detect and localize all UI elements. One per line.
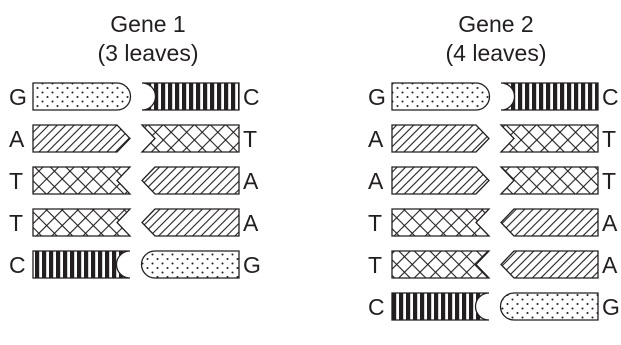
left-base-letter: G: [9, 84, 27, 110]
right-base-piece: [500, 208, 599, 237]
right-base-letter: A: [602, 210, 618, 236]
right-base-piece: [141, 82, 240, 111]
left-base-letter: T: [368, 252, 382, 278]
left-base-piece: [32, 250, 131, 279]
left-base-letter: A: [9, 126, 25, 152]
right-base-letter: A: [243, 210, 259, 236]
left-base-piece: [391, 82, 491, 111]
right-base-piece: [499, 166, 599, 195]
right-base-piece: [499, 292, 599, 321]
right-base-letter: C: [243, 84, 260, 110]
left-base-piece: [391, 292, 490, 321]
right-base-piece: [500, 250, 599, 279]
left-base-piece: [32, 166, 132, 195]
right-base-letter: T: [243, 126, 257, 152]
left-base-piece: [391, 250, 491, 279]
gene-1-title: Gene 1: [110, 11, 185, 37]
left-base-letter: G: [368, 84, 386, 110]
right-base-letter: C: [602, 84, 619, 110]
right-base-piece: [140, 124, 240, 153]
left-base-piece: [391, 124, 490, 153]
gene-2-subtitle: (4 leaves): [446, 40, 547, 66]
right-base-letter: A: [602, 252, 618, 278]
left-base-piece: [32, 208, 132, 237]
right-base-piece: [140, 250, 240, 279]
left-base-letter: C: [9, 252, 26, 278]
left-base-piece: [32, 124, 131, 153]
right-base-piece: [141, 166, 240, 195]
left-base-letter: A: [368, 126, 384, 152]
right-base-piece: [499, 124, 599, 153]
right-base-piece: [141, 208, 240, 237]
gene-2-title: Gene 2: [458, 11, 533, 37]
right-base-letter: A: [243, 168, 259, 194]
left-base-letter: T: [9, 168, 23, 194]
gene-1-subtitle: (3 leaves): [98, 40, 199, 66]
left-base-letter: T: [9, 210, 23, 236]
right-base-letter: G: [602, 294, 620, 320]
left-base-piece: [391, 166, 490, 195]
right-base-letter: T: [602, 168, 616, 194]
left-base-piece: [391, 208, 491, 237]
left-base-piece: [32, 82, 132, 111]
right-base-letter: G: [243, 252, 261, 278]
left-base-letter: C: [368, 294, 385, 320]
left-base-letter: A: [368, 168, 384, 194]
right-base-letter: T: [602, 126, 616, 152]
right-base-piece: [500, 82, 599, 111]
left-base-letter: T: [368, 210, 382, 236]
